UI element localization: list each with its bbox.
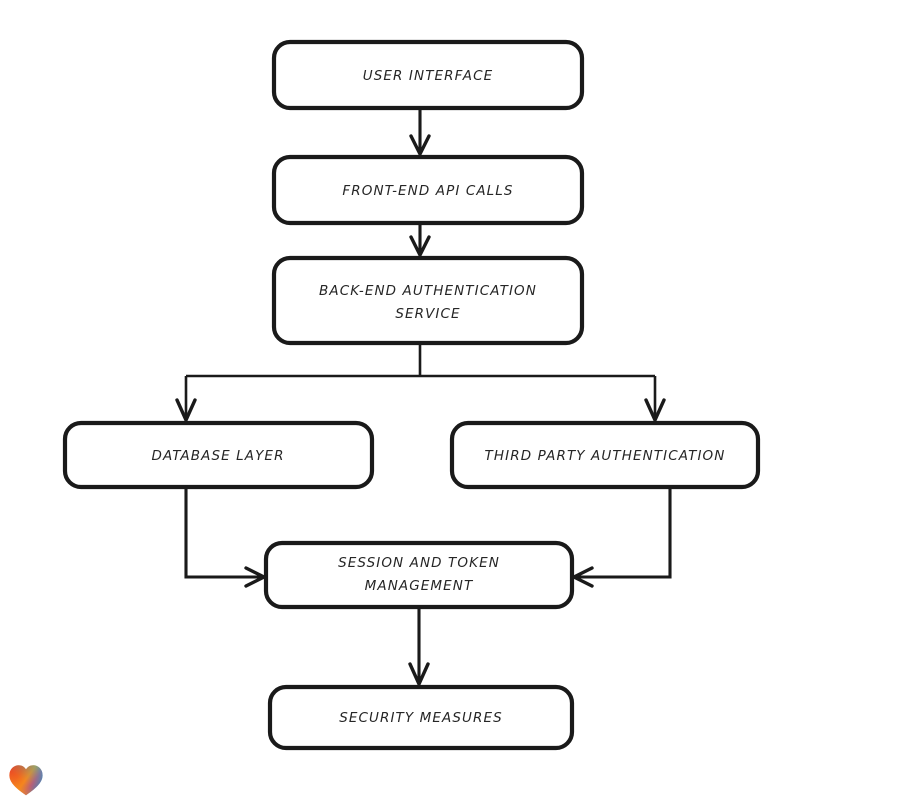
node-shape (271, 154, 585, 226)
arrow-head-icon (175, 398, 197, 422)
node-database-layer[interactable]: DATABASE LAYER (62, 420, 375, 490)
node-backend-auth-service[interactable]: BACK-END AUTHENTICATION SERVICE (271, 255, 585, 346)
node-shape (271, 39, 585, 111)
edge-line (576, 487, 672, 579)
node-security-measures[interactable]: SECURITY MEASURES (267, 684, 575, 751)
edge-session-to-security (408, 607, 430, 686)
node-label: SECURITY MEASURES (339, 710, 503, 726)
edge-ui-to-api (409, 108, 431, 156)
node-label-line-1: BACK-END AUTHENTICATION (319, 283, 537, 299)
edge-thirdparty-to-session (572, 487, 672, 588)
node-label-line-2: MANAGEMENT (365, 578, 474, 594)
node-session-and-token-management[interactable]: SESSION AND TOKEN MANAGEMENT (263, 540, 575, 610)
arrow-head-icon (409, 134, 431, 156)
node-frontend-api-calls[interactable]: FRONT-END API CALLS (271, 154, 585, 226)
arrow-head-icon (409, 235, 431, 257)
heart-icon (9, 765, 43, 796)
edge-auth-split-bus (186, 343, 655, 378)
node-third-party-authentication[interactable]: THIRD PARTY AUTHENTICATION (449, 420, 761, 490)
node-shape (449, 420, 761, 490)
node-shape (271, 255, 585, 346)
edge-line (184, 487, 262, 579)
node-label: THIRD PARTY AUTHENTICATION (485, 448, 726, 464)
node-shape (62, 420, 375, 490)
heart-shape-overlay (9, 765, 43, 796)
edge-auth-to-thirdparty (644, 376, 666, 422)
edge-auth-to-database (175, 376, 197, 422)
arrow-head-icon (644, 398, 666, 422)
node-shape (267, 684, 575, 751)
node-user-interface[interactable]: USER INTERFACE (271, 39, 585, 111)
node-label: USER INTERFACE (363, 68, 493, 84)
node-label: DATABASE LAYER (151, 448, 284, 464)
node-label: FRONT-END API CALLS (342, 183, 513, 199)
node-shape (263, 540, 575, 610)
node-label-line-2: SERVICE (395, 306, 460, 322)
edge-database-to-session (184, 487, 266, 588)
edge-api-to-auth (409, 223, 431, 257)
arrow-head-icon (408, 662, 430, 686)
node-label-line-1: SESSION AND TOKEN (338, 555, 500, 571)
